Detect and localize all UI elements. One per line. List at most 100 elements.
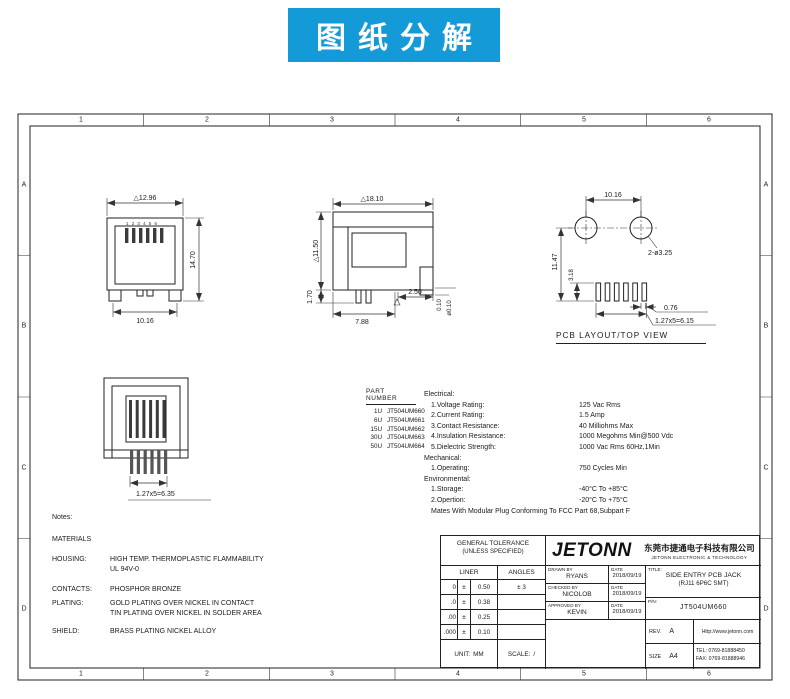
drawn-by-cell: DRAWN BY RYANS	[546, 566, 609, 584]
environmental-title: Environmental:	[424, 475, 471, 483]
frame-col-label: 2	[205, 116, 209, 124]
note-label: HOUSING:	[52, 556, 87, 563]
spec-row: 2.Opertion:-20°C To +75°C	[431, 496, 628, 504]
spec-row: 5.Dielectric Strength:1000 Vac Rms 60Hz,…	[431, 443, 660, 451]
approved-date-cell: DATE 2018/09/19	[609, 602, 646, 620]
contact-cell: TEL: 0769-81888450 FAX: 0769-81888946	[696, 648, 746, 662]
note-value: GOLD PLATING OVER NICKEL IN CONTACT	[110, 600, 255, 607]
drawing-title-cell: TITLE: SIDE ENTRY PCB JACK (RJ11 6P6C SM…	[646, 566, 761, 598]
frame-col-label: 4	[456, 116, 460, 124]
pin-number-labels: 123456	[126, 221, 160, 226]
frame-row-label: A	[763, 181, 769, 189]
spec-row: 4.Insulation Resistance:1000 Megohms Min…	[431, 433, 674, 441]
checked-by-cell: CHECKED BY NICOLOB	[546, 584, 609, 602]
note-value: BRASS PLATING NICKEL ALLOY	[110, 628, 217, 635]
note-label: SHIELD:	[52, 628, 80, 635]
spec-row: 1.Storage:-40°C To +85°C	[431, 486, 628, 494]
spec-row: 1.Operating:750 Cycles Min	[431, 465, 627, 473]
bottom-view-pins	[130, 450, 168, 474]
rev-cell: REV. A	[646, 620, 694, 644]
tolerance-row: .000±0.10	[441, 625, 498, 640]
unit-cell: UNIT:MM	[441, 640, 498, 669]
angles-header: ANGLES	[498, 566, 546, 580]
angles-empty	[498, 610, 546, 625]
note-value: UL 94V-0	[110, 566, 139, 573]
checked-date-cell: DATE 2018/09/19	[609, 584, 646, 602]
front-view: △12.96 123456 14.70 10.16	[106, 195, 204, 325]
bottom-view: 1.27x5=6.35	[103, 377, 211, 501]
front-view-contacts	[125, 228, 164, 243]
dim-front-width: △12.96	[134, 195, 157, 202]
frame-row-label: D	[763, 605, 769, 613]
banner-title: 图纸分解	[316, 22, 484, 55]
size-cell: SIZE A4	[646, 644, 694, 669]
company-name-en: JETONN ELECTRONIC & TECHNOLOGY	[651, 554, 748, 560]
scale-cell: SCALE:/	[498, 640, 546, 669]
note-label: CONTACTS:	[52, 586, 92, 593]
dim-pad-pitch: 1.27x5=6.15	[655, 318, 694, 325]
note-value: PHOSPHOR BRONZE	[110, 586, 182, 593]
part-number-row: 6U JT504UM661	[373, 416, 425, 424]
frame-col-label: 6	[707, 116, 711, 124]
mating-note: Mates With Modular Plug Conforming To FC…	[431, 507, 631, 515]
frame-col-label: 1	[79, 670, 83, 678]
frame-row-label: C	[21, 464, 27, 472]
electrical-title: Electrical:	[424, 391, 455, 398]
notes-title: Notes:	[52, 514, 73, 521]
dim-hole-pitch: 10.16	[604, 192, 622, 199]
tolerance-row: .00±0.25	[441, 610, 498, 625]
materials-title: MATERIALS	[52, 536, 92, 543]
part-number-row: 15U JT504UM662	[370, 425, 425, 433]
label-hole-size: 2-ø3.25	[648, 250, 672, 257]
angles-empty	[498, 595, 546, 610]
tolerance-row: .0±0.38	[441, 595, 498, 610]
revision-triangle-icon	[393, 298, 401, 306]
bottom-view-contacts	[129, 400, 166, 438]
part-number-row: 1U JT504UM660	[373, 408, 425, 415]
general-tolerance-cell: GENERAL TOLERANCE (UNLESS SPECIFIED)	[441, 536, 546, 566]
frame-row-label: B	[21, 322, 27, 330]
dim-pcb-height: 11.47	[552, 253, 559, 270]
frame-row-label: D	[21, 605, 27, 613]
dim-pcb-pin: 3.18	[569, 269, 575, 281]
approved-by-cell: APPROVED BY KEVIN	[546, 602, 609, 620]
frame-col-label: 5	[582, 116, 586, 124]
dim-side-height: △11.50	[313, 240, 320, 262]
part-number-title: PART NUMBER	[366, 388, 416, 405]
spec-row: 3.Contact Resistance:40 Milliohms Max	[431, 422, 634, 430]
dim-side-coplanarity: 0.10	[437, 299, 443, 311]
company-logo: JETONN	[552, 539, 632, 561]
company-name-cn: 东莞市捷通电子科技有限公司	[644, 542, 755, 553]
dim-side-tail: 2.50	[408, 289, 422, 296]
dim-side-width: △18.10	[361, 196, 384, 203]
part-number-cell: P/N: JT504UM660	[646, 598, 761, 620]
note-label: PLATING:	[52, 600, 84, 607]
frame-col-label: 3	[330, 116, 334, 124]
frame-row-label: A	[21, 181, 27, 189]
part-number-row: 50U JT504UM664	[370, 443, 425, 451]
signature-empty-cell	[546, 620, 646, 669]
frame-col-label: 2	[205, 670, 209, 678]
drawn-date-cell: DATE 2018/09/19	[609, 566, 646, 584]
liner-header: LINER	[441, 566, 498, 580]
spec-row: 1.Voltage Rating:125 Vac Rms	[431, 401, 621, 409]
dim-side-leg: 1.70	[307, 290, 314, 304]
dim-front-height: 14.70	[190, 251, 197, 269]
mechanical-title: Mechanical:	[424, 454, 462, 462]
company-cell: JETONN 东莞市捷通电子科技有限公司 JETONN ELECTRONIC &…	[546, 536, 761, 566]
angles-empty	[498, 625, 546, 640]
frame-col-label: 5	[582, 670, 586, 678]
side-view: △18.10 △11.50 1.70 7.88 2.50 0.10 ø0.10	[307, 196, 456, 326]
pcb-pads	[595, 282, 648, 302]
tolerance-row: 0±0.50	[441, 580, 498, 595]
frame-col-label: 4	[456, 670, 460, 678]
pcb-layout-view: 10.16 2-ø3.25 11.47 3.18 0.76 1.27x5=6.1…	[552, 192, 716, 326]
title-block: GENERAL TOLERANCE (UNLESS SPECIFIED) JET…	[440, 535, 761, 669]
dim-front-bottom: 10.16	[136, 318, 154, 325]
pcb-view-caption: PCB LAYOUT/TOP VIEW	[556, 331, 706, 344]
dim-bottom-pitch: 1.27x5=6.35	[136, 491, 175, 498]
dim-side-coplanarity-2: ø0.10	[447, 300, 453, 316]
website-cell: Http://www.jetonn.com	[694, 620, 761, 644]
dim-pad-width: 0.76	[664, 305, 678, 312]
